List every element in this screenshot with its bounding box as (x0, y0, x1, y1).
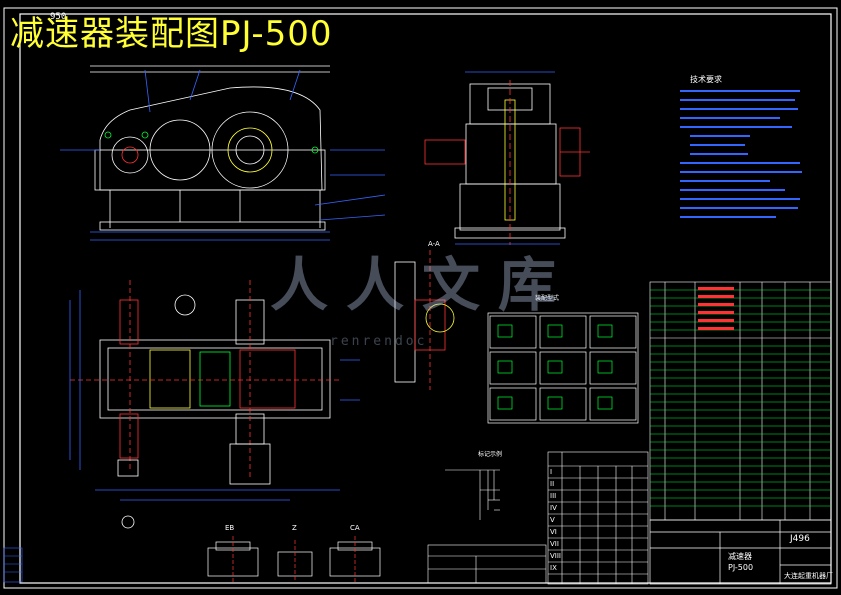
roman-row-3: III (550, 492, 557, 500)
roman-row-9: IX (550, 564, 557, 572)
svg-text:装配型式: 装配型式 (535, 294, 559, 302)
roman-row-7: VII (550, 540, 559, 548)
svg-text:标记示例: 标记示例 (478, 450, 502, 458)
model-designation: 标记示例 (445, 450, 502, 520)
roman-row-2: II (550, 480, 555, 488)
parts-list (649, 281, 832, 521)
product-model: PJ-500 (728, 563, 754, 572)
assembly-variants: 装配型式 (487, 294, 639, 424)
spec-table (427, 544, 547, 584)
roman-row-1: I (550, 468, 553, 476)
title-block (649, 519, 832, 585)
view-label-eb: EB (225, 524, 235, 532)
roman-row-6: VI (550, 528, 557, 536)
watermark-text: 人人文库 (270, 251, 575, 319)
view-label-z: Z (292, 524, 297, 532)
drawing-border (3, 7, 838, 589)
company-name: 大连起重机器厂 (784, 572, 833, 580)
svg-text:技术要求: 技术要求 (690, 74, 722, 84)
roman-row-5: V (550, 516, 555, 524)
section-a-a: A-A (394, 240, 455, 390)
front-view (60, 65, 386, 241)
watermark-subtext: renrendoc (330, 334, 428, 349)
svg-text:A-A: A-A (428, 240, 440, 248)
corner-dimension-tag: 950 (50, 12, 67, 22)
technical-requirements: 技术要求 (680, 74, 802, 218)
drawing-title: 减速器装配图PJ-500 (10, 14, 333, 54)
roman-row-4: IV (550, 504, 557, 512)
side-view (424, 71, 590, 245)
left-strip (3, 547, 23, 583)
view-label-ca: CA (350, 524, 360, 532)
gear-data-table (547, 451, 649, 585)
roman-row-8: VIII (550, 552, 561, 560)
detail-views (207, 536, 381, 582)
product-name: 减速器 (728, 552, 752, 561)
drawing-number: J496 (790, 534, 810, 544)
plan-view (69, 280, 360, 529)
